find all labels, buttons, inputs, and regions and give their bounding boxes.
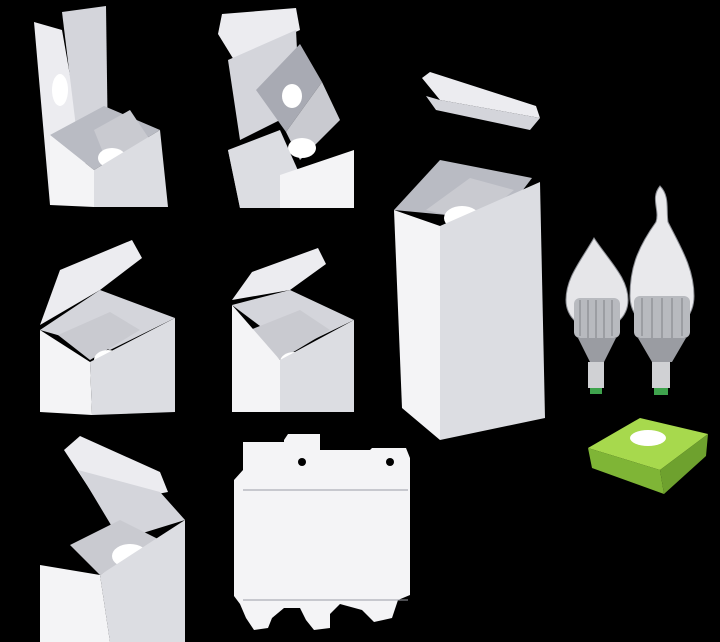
led-candle-bulb-left	[565, 237, 629, 394]
insert-dieline-flat	[234, 434, 410, 630]
box-insert-folding	[218, 8, 354, 208]
box-insert-placed-center	[232, 248, 354, 412]
tall-box-assembled	[394, 72, 545, 440]
box-insert-placed-left	[40, 240, 175, 415]
box-open-flap-tall	[34, 6, 168, 207]
green-cardboard-insert	[588, 418, 708, 494]
box-insert-partial	[40, 436, 185, 642]
led-bent-tip-bulb-right	[629, 185, 695, 395]
